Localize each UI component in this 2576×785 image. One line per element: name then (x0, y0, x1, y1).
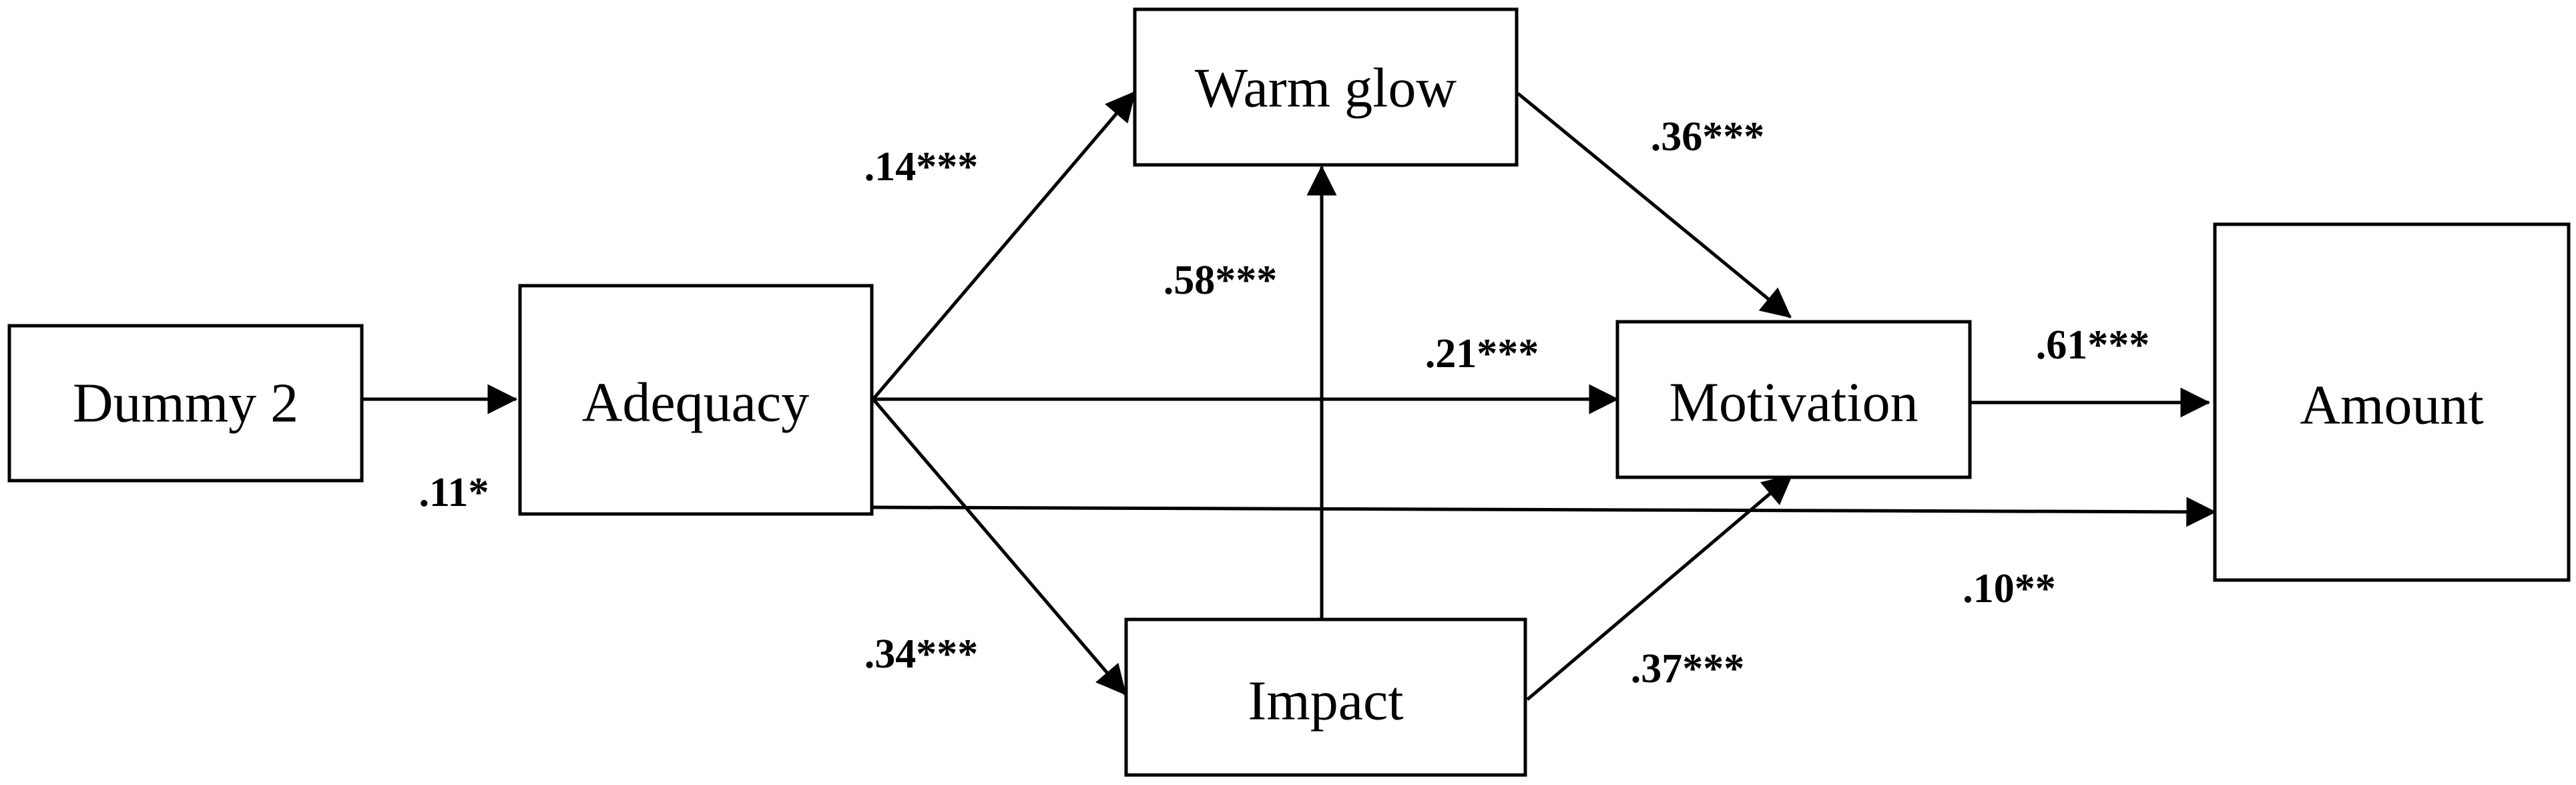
node-impact: Impact (1124, 617, 1527, 777)
coef-motivation-amount: .61*** (2036, 322, 2150, 368)
coef-adequacy-amount: .10** (1963, 566, 2056, 611)
node-warm-glow: Warm glow (1133, 7, 1519, 167)
node-warm-glow-label: Warm glow (1195, 57, 1457, 119)
node-adequacy-label: Adequacy (582, 372, 810, 434)
edge-adequacy-impact (872, 398, 1127, 696)
coef-impact-motivation: .37*** (1631, 646, 1745, 692)
coef-adequacy-impact: .34*** (864, 631, 979, 677)
node-dummy2: Dummy 2 (7, 324, 364, 483)
edge-adequacy-warm-glow (872, 91, 1136, 401)
edge-warm-glow-motivation (1517, 92, 1792, 318)
node-amount: Amount (2213, 222, 2571, 582)
coef-dummy2-adequacy: .11* (419, 470, 489, 515)
node-impact-label: Impact (1248, 670, 1403, 732)
node-motivation: Motivation (1615, 320, 1972, 479)
coef-impact-warm-glow: .58*** (1164, 258, 1278, 303)
edge-adequacy-amount (872, 497, 2217, 527)
edge-impact-motivation (1526, 474, 1793, 701)
node-adequacy: Adequacy (518, 284, 874, 516)
node-dummy2-label: Dummy 2 (73, 372, 298, 435)
node-amount-label: Amount (2300, 374, 2483, 437)
coef-warm-glow-motivation: .36*** (1651, 114, 1765, 160)
coef-adequacy-motivation: .21*** (1425, 331, 1539, 376)
coef-adequacy-warm-glow: .14*** (864, 144, 979, 190)
node-motivation-label: Motivation (1669, 372, 1918, 434)
